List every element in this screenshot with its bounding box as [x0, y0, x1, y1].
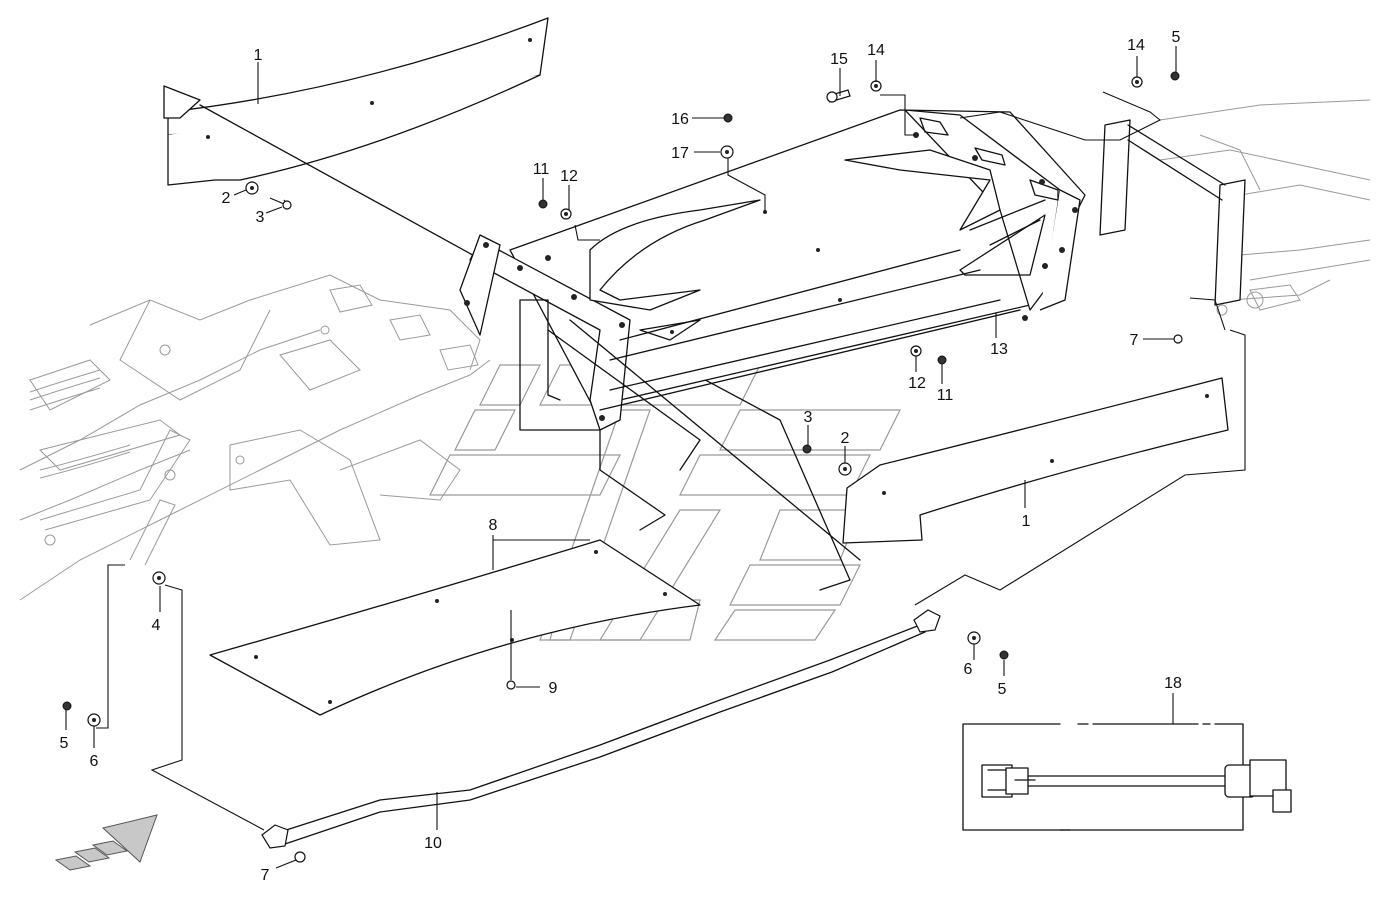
part-label-14-right[interactable]: 14 [1127, 37, 1145, 54]
part-label-9[interactable]: 9 [549, 680, 558, 697]
part-label-2-upper[interactable]: 2 [222, 190, 231, 207]
part-label-5-right[interactable]: 5 [998, 681, 1007, 698]
left-leader-lines [96, 564, 265, 831]
part-label-6-left[interactable]: 6 [90, 753, 99, 770]
part-label-7-left[interactable]: 7 [261, 867, 270, 884]
part-label-1-upper[interactable]: 1 [254, 47, 263, 64]
part-label-11-upper[interactable]: 11 [533, 161, 550, 178]
harness-inset[interactable] [962, 723, 1292, 831]
part-label-4[interactable]: 4 [152, 617, 161, 634]
tie-rod[interactable] [261, 609, 941, 849]
direction-arrow-icon [54, 814, 158, 871]
inner-outline-lines [519, 299, 861, 561]
part-label-5-top-right[interactable]: 5 [1172, 29, 1181, 46]
part-label-3-upper[interactable]: 3 [256, 209, 265, 226]
part-label-14-center[interactable]: 14 [867, 42, 885, 59]
leader-long-diagonal [199, 104, 851, 591]
part-label-13[interactable]: 13 [990, 341, 1008, 358]
part-label-8[interactable]: 8 [489, 517, 498, 534]
fasteners [62, 71, 1183, 863]
part-label-6-right[interactable]: 6 [964, 661, 973, 678]
harness-connector-icon [981, 759, 1292, 813]
right-leader-lines [574, 91, 1246, 606]
part-label-2-lower[interactable]: 2 [841, 430, 850, 447]
part-labels: 1 2 3 4 5 6 7 8 9 10 11 12 13 12 11 15 1… [60, 29, 1182, 884]
part-label-15[interactable]: 15 [830, 51, 848, 68]
part-label-11-lower[interactable]: 11 [937, 387, 954, 404]
support-frame[interactable] [459, 109, 1086, 431]
part-label-12-upper[interactable]: 12 [560, 168, 578, 185]
label-leaders [65, 46, 1177, 869]
part-label-17[interactable]: 17 [671, 145, 689, 162]
background-machine-right [1099, 99, 1371, 316]
part-label-10[interactable]: 10 [424, 835, 442, 852]
shield-plate-lower[interactable] [842, 377, 1229, 544]
background-machine-left [19, 274, 491, 601]
part-label-12-lower[interactable]: 12 [908, 375, 926, 392]
part-label-3-lower[interactable]: 3 [804, 409, 813, 426]
bottom-plate[interactable] [209, 539, 701, 716]
part-label-1-lower[interactable]: 1 [1022, 513, 1031, 530]
part-label-7-right[interactable]: 7 [1130, 332, 1139, 349]
shield-plate-upper[interactable] [163, 17, 549, 186]
part-label-16[interactable]: 16 [671, 111, 689, 128]
part-label-5-left[interactable]: 5 [60, 735, 69, 752]
part-label-18[interactable]: 18 [1164, 675, 1182, 692]
